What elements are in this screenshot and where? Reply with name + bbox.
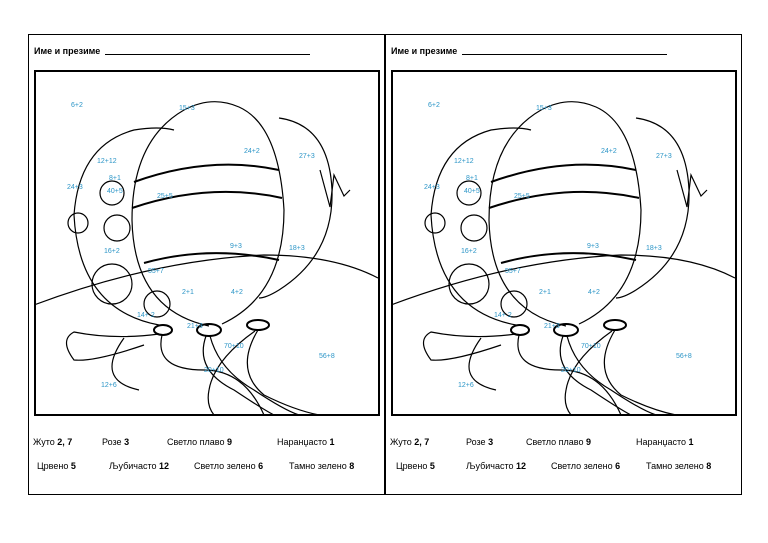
task-label: 56+8 <box>676 353 692 360</box>
legend-item: Светло зелено 6 <box>194 461 264 471</box>
task-label: 56+8 <box>319 353 335 360</box>
task-label: 15+3 <box>536 105 552 112</box>
task-label: 27+3 <box>299 153 315 160</box>
legend-item: Жуто 2, 7 <box>33 437 73 447</box>
task-label: 55+7 <box>148 268 164 275</box>
task-label: 70+10 <box>224 343 244 350</box>
legend-item: Светло зелено 6 <box>551 461 621 471</box>
name-underline <box>104 54 310 55</box>
legend-item: Црвено 5 <box>396 461 435 471</box>
legend-item: Жуто 2, 7 <box>390 437 430 447</box>
task-label: 24+3 <box>424 184 440 191</box>
task-label: 55+7 <box>505 268 521 275</box>
balloons-picture: 6+2 15+3 8+1 24+2 12+12 27+3 24+3 40+5 2… <box>34 70 380 416</box>
task-label: 12+12 <box>97 158 117 165</box>
task-label: 12+12 <box>454 158 474 165</box>
legend-item: Тамно зелено 8 <box>289 461 355 471</box>
task-label: 8+1 <box>109 175 121 182</box>
task-label: 21+3 <box>544 323 560 330</box>
legend-item: Љубичасто 12 <box>109 461 170 471</box>
task-label: 25+5 <box>514 193 530 200</box>
task-label: 4+2 <box>231 289 243 296</box>
name-field[interactable]: Име и презиме <box>391 46 667 56</box>
legend-item: Розе 3 <box>102 437 130 447</box>
task-label: 8+1 <box>466 175 478 182</box>
task-label: 16+2 <box>461 248 477 255</box>
task-label: 40+5 <box>464 188 480 195</box>
task-label: 2+1 <box>182 289 194 296</box>
legend-item: Љубичасто 12 <box>466 461 527 471</box>
task-label: 18+3 <box>289 245 305 252</box>
task-label: 14+ 2 <box>494 312 512 319</box>
legend-item: Тамно зелено 8 <box>646 461 712 471</box>
task-label: 15+3 <box>179 105 195 112</box>
task-label: 12+6 <box>101 382 117 389</box>
task-label: 18+3 <box>646 245 662 252</box>
task-label: 24+2 <box>601 148 617 155</box>
task-label: 24+2 <box>244 148 260 155</box>
legend-item: Наранџасто 1 <box>636 437 694 447</box>
balloons-picture: 6+2 15+3 8+1 24+2 12+12 27+3 24+3 40+5 2… <box>391 70 737 416</box>
task-label: 25+5 <box>157 193 173 200</box>
task-label: 20+10 <box>204 367 224 374</box>
task-label: 6+2 <box>428 102 440 109</box>
task-label: 27+3 <box>656 153 672 160</box>
name-label: Име и презиме <box>34 46 101 56</box>
task-label: 9+3 <box>587 243 599 250</box>
legend-item: Светло плаво 9 <box>526 437 592 447</box>
task-label: 4+2 <box>588 289 600 296</box>
task-label: 70+10 <box>581 343 601 350</box>
name-field[interactable]: Име и презиме <box>34 46 310 56</box>
task-label: 40+5 <box>107 188 123 195</box>
worksheet-right: Име и презиме <box>385 34 742 495</box>
legend-item: Црвено 5 <box>37 461 76 471</box>
task-label: 20+10 <box>561 367 581 374</box>
task-label: 9+3 <box>230 243 242 250</box>
task-label: 6+2 <box>71 102 83 109</box>
task-label: 16+2 <box>104 248 120 255</box>
legend-item: Розе 3 <box>466 437 494 447</box>
name-label: Име и презиме <box>391 46 458 56</box>
legend-item: Светло плаво 9 <box>167 437 233 447</box>
task-label: 21+3 <box>187 323 203 330</box>
task-label: 14+ 2 <box>137 312 155 319</box>
name-underline <box>461 54 667 55</box>
worksheet-left: Име и презиме <box>28 34 385 495</box>
task-label: 12+6 <box>458 382 474 389</box>
legend-item: Наранџасто 1 <box>277 437 335 447</box>
task-label: 2+1 <box>539 289 551 296</box>
task-label: 24+3 <box>67 184 83 191</box>
